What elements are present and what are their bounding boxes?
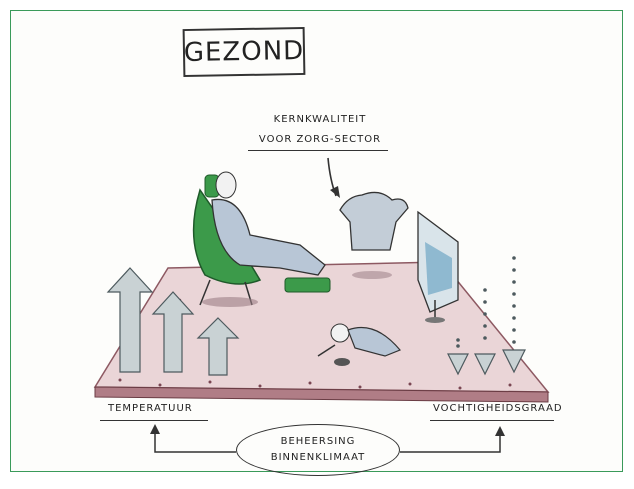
- floor-edge: [94, 386, 549, 403]
- subtitle-underline: [248, 150, 388, 151]
- temp-arrow-large: [106, 267, 154, 373]
- temperature-underline: [100, 420, 208, 421]
- humidity-dots: [456, 256, 516, 348]
- temperature-label: TEMPERATUUR: [108, 403, 193, 414]
- right-connector: [400, 434, 501, 453]
- climate-control-ellipse: BEHEERSING BINNENKLIMAAT: [236, 424, 400, 476]
- subtitle-arrowhead: [330, 186, 340, 198]
- subtitle-line-1: KERNKWALITEIT: [273, 114, 367, 125]
- humidity-drops: [447, 349, 526, 376]
- crawling-child: [317, 323, 401, 366]
- left-connector: [154, 432, 236, 453]
- subtitle-line-2: VOOR ZORG-SECTOR: [258, 134, 382, 145]
- humidity-underline: [430, 420, 554, 421]
- child-head: [330, 323, 350, 343]
- footstool: [284, 277, 331, 293]
- temperature-arrows: [106, 267, 240, 376]
- temp-arrow-small: [196, 317, 240, 376]
- temp-arrow-medium: [151, 291, 195, 373]
- humidity-label: VOCHTIGHEIDSGRAAD: [433, 403, 563, 414]
- seated-person: [192, 171, 331, 306]
- person-head: [215, 171, 237, 199]
- climate-line-1: BEHEERSING: [280, 436, 356, 447]
- climate-line-2: BINNENKLIMAAT: [270, 452, 366, 463]
- floating-shirt: [339, 191, 409, 251]
- person-body: [211, 198, 326, 276]
- subtitle: KERNKWALITEIT VOOR ZORG-SECTOR: [255, 110, 385, 150]
